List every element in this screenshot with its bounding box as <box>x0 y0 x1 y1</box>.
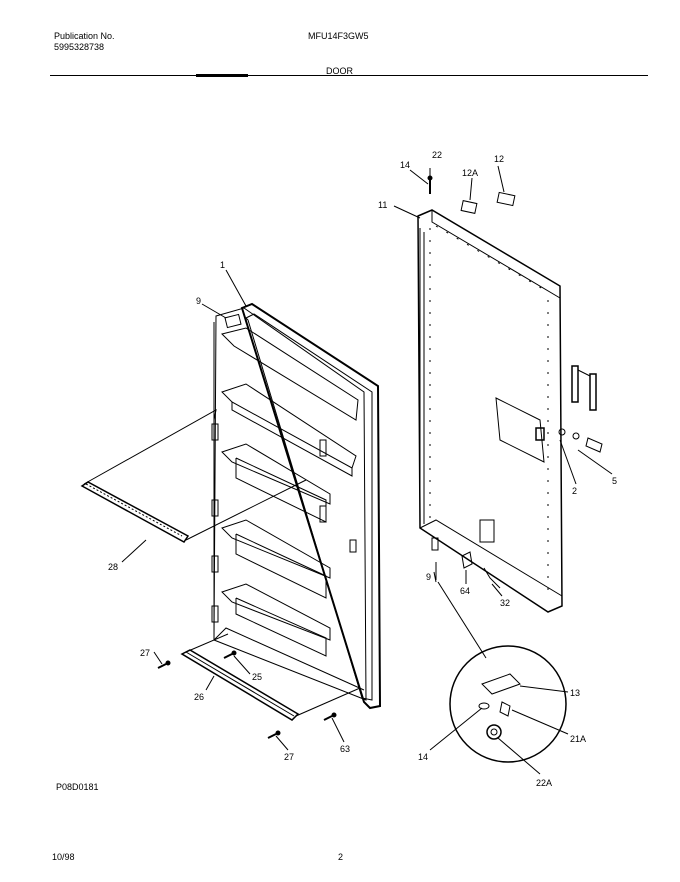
screw-63 <box>323 712 337 721</box>
footer-date: 10/98 <box>52 852 75 862</box>
detail-circle <box>449 645 567 763</box>
liner-shelf-2-rail <box>235 457 327 523</box>
publication-number: 5995328738 <box>54 42 105 52</box>
liner-tab-6 <box>319 505 327 523</box>
detail-bracket-13 <box>481 673 521 695</box>
part-12A <box>460 200 478 214</box>
bottom-bracket <box>479 519 495 543</box>
detail-pin-22A <box>486 724 502 740</box>
screw-27-bottom <box>267 730 281 739</box>
hinge-detail <box>437 581 567 763</box>
callout-9: 9 <box>196 296 201 306</box>
callout-11: 11 <box>378 200 387 210</box>
header-divider <box>50 75 648 76</box>
liner-shelf-1-front <box>231 402 353 477</box>
liner-tab-5 <box>319 439 327 457</box>
hinge-part <box>431 537 439 551</box>
liner-shelf-3 <box>221 519 331 579</box>
callout-13: 13 <box>570 688 580 698</box>
latch-5 <box>585 437 603 453</box>
liner-shelf-1 <box>221 383 357 469</box>
page-number: 2 <box>338 852 344 862</box>
handle-plate <box>495 397 545 463</box>
detail-nut-21A <box>499 701 511 717</box>
liner-tab-7 <box>349 539 357 553</box>
outer-door-panel <box>417 175 603 613</box>
gasket-corner <box>224 313 242 329</box>
leader-lines <box>121 165 613 775</box>
liner-shelf-4 <box>221 583 331 641</box>
part-64 <box>461 551 473 569</box>
callout-26: 26 <box>194 692 204 702</box>
detail-leader <box>437 581 487 659</box>
liner-tab-1 <box>211 423 219 441</box>
callout-25: 25 <box>252 672 262 682</box>
callout-2: 2 <box>572 486 577 496</box>
callout-14-top: 14 <box>400 160 410 170</box>
screw-27-left <box>157 660 171 669</box>
detail-washer-14 <box>478 702 490 710</box>
callout-22A: 22A <box>536 778 552 788</box>
liner-bottom <box>213 627 365 691</box>
shelf-rail <box>80 409 307 543</box>
model-number: MFU14F3GW5 <box>308 31 369 41</box>
callout-32: 32 <box>500 598 510 608</box>
part-32 <box>483 567 501 589</box>
header-divider-accent <box>196 74 248 77</box>
door-gasket <box>240 302 382 710</box>
door-gasket-inner <box>245 313 373 701</box>
callout-28: 28 <box>108 562 118 572</box>
liner-tab-2 <box>211 499 219 517</box>
screw-25 <box>223 650 237 659</box>
section-title: DOOR <box>326 66 353 76</box>
door-liner <box>211 302 382 710</box>
handle-bracket-2 <box>589 373 597 411</box>
part-12 <box>496 191 516 207</box>
publication-label: Publication No. <box>54 31 115 41</box>
callout-14-detail: 14 <box>418 752 428 762</box>
callout-12: 12 <box>494 154 504 164</box>
callout-64: 64 <box>460 586 470 596</box>
liner-tab-4 <box>211 605 219 623</box>
latch-part <box>535 427 545 441</box>
callout-22: 22 <box>432 150 442 160</box>
liner-tab-3 <box>211 555 219 573</box>
callout-1: 1 <box>220 260 225 270</box>
callout-21A: 21A <box>570 734 586 744</box>
callout-9-bottom: 9 <box>426 572 431 582</box>
diagram-id: P08D0181 <box>56 782 99 792</box>
handle-bracket-top <box>571 365 579 403</box>
kickplate <box>157 633 361 739</box>
callout-27-bottom: 27 <box>284 752 294 762</box>
liner-top-recess <box>221 327 359 421</box>
callout-12A: 12A <box>462 168 478 178</box>
callout-63: 63 <box>340 744 350 754</box>
callout-27-left: 27 <box>140 648 150 658</box>
callout-5: 5 <box>612 476 617 486</box>
latch-screw <box>558 428 566 436</box>
liner-shelf-4-rail <box>235 597 327 657</box>
liner-shelf-2 <box>221 443 331 505</box>
liner-shelf-3-rail <box>235 533 327 599</box>
shelf-rail-guide <box>83 409 217 485</box>
outer-door-face <box>417 209 563 613</box>
